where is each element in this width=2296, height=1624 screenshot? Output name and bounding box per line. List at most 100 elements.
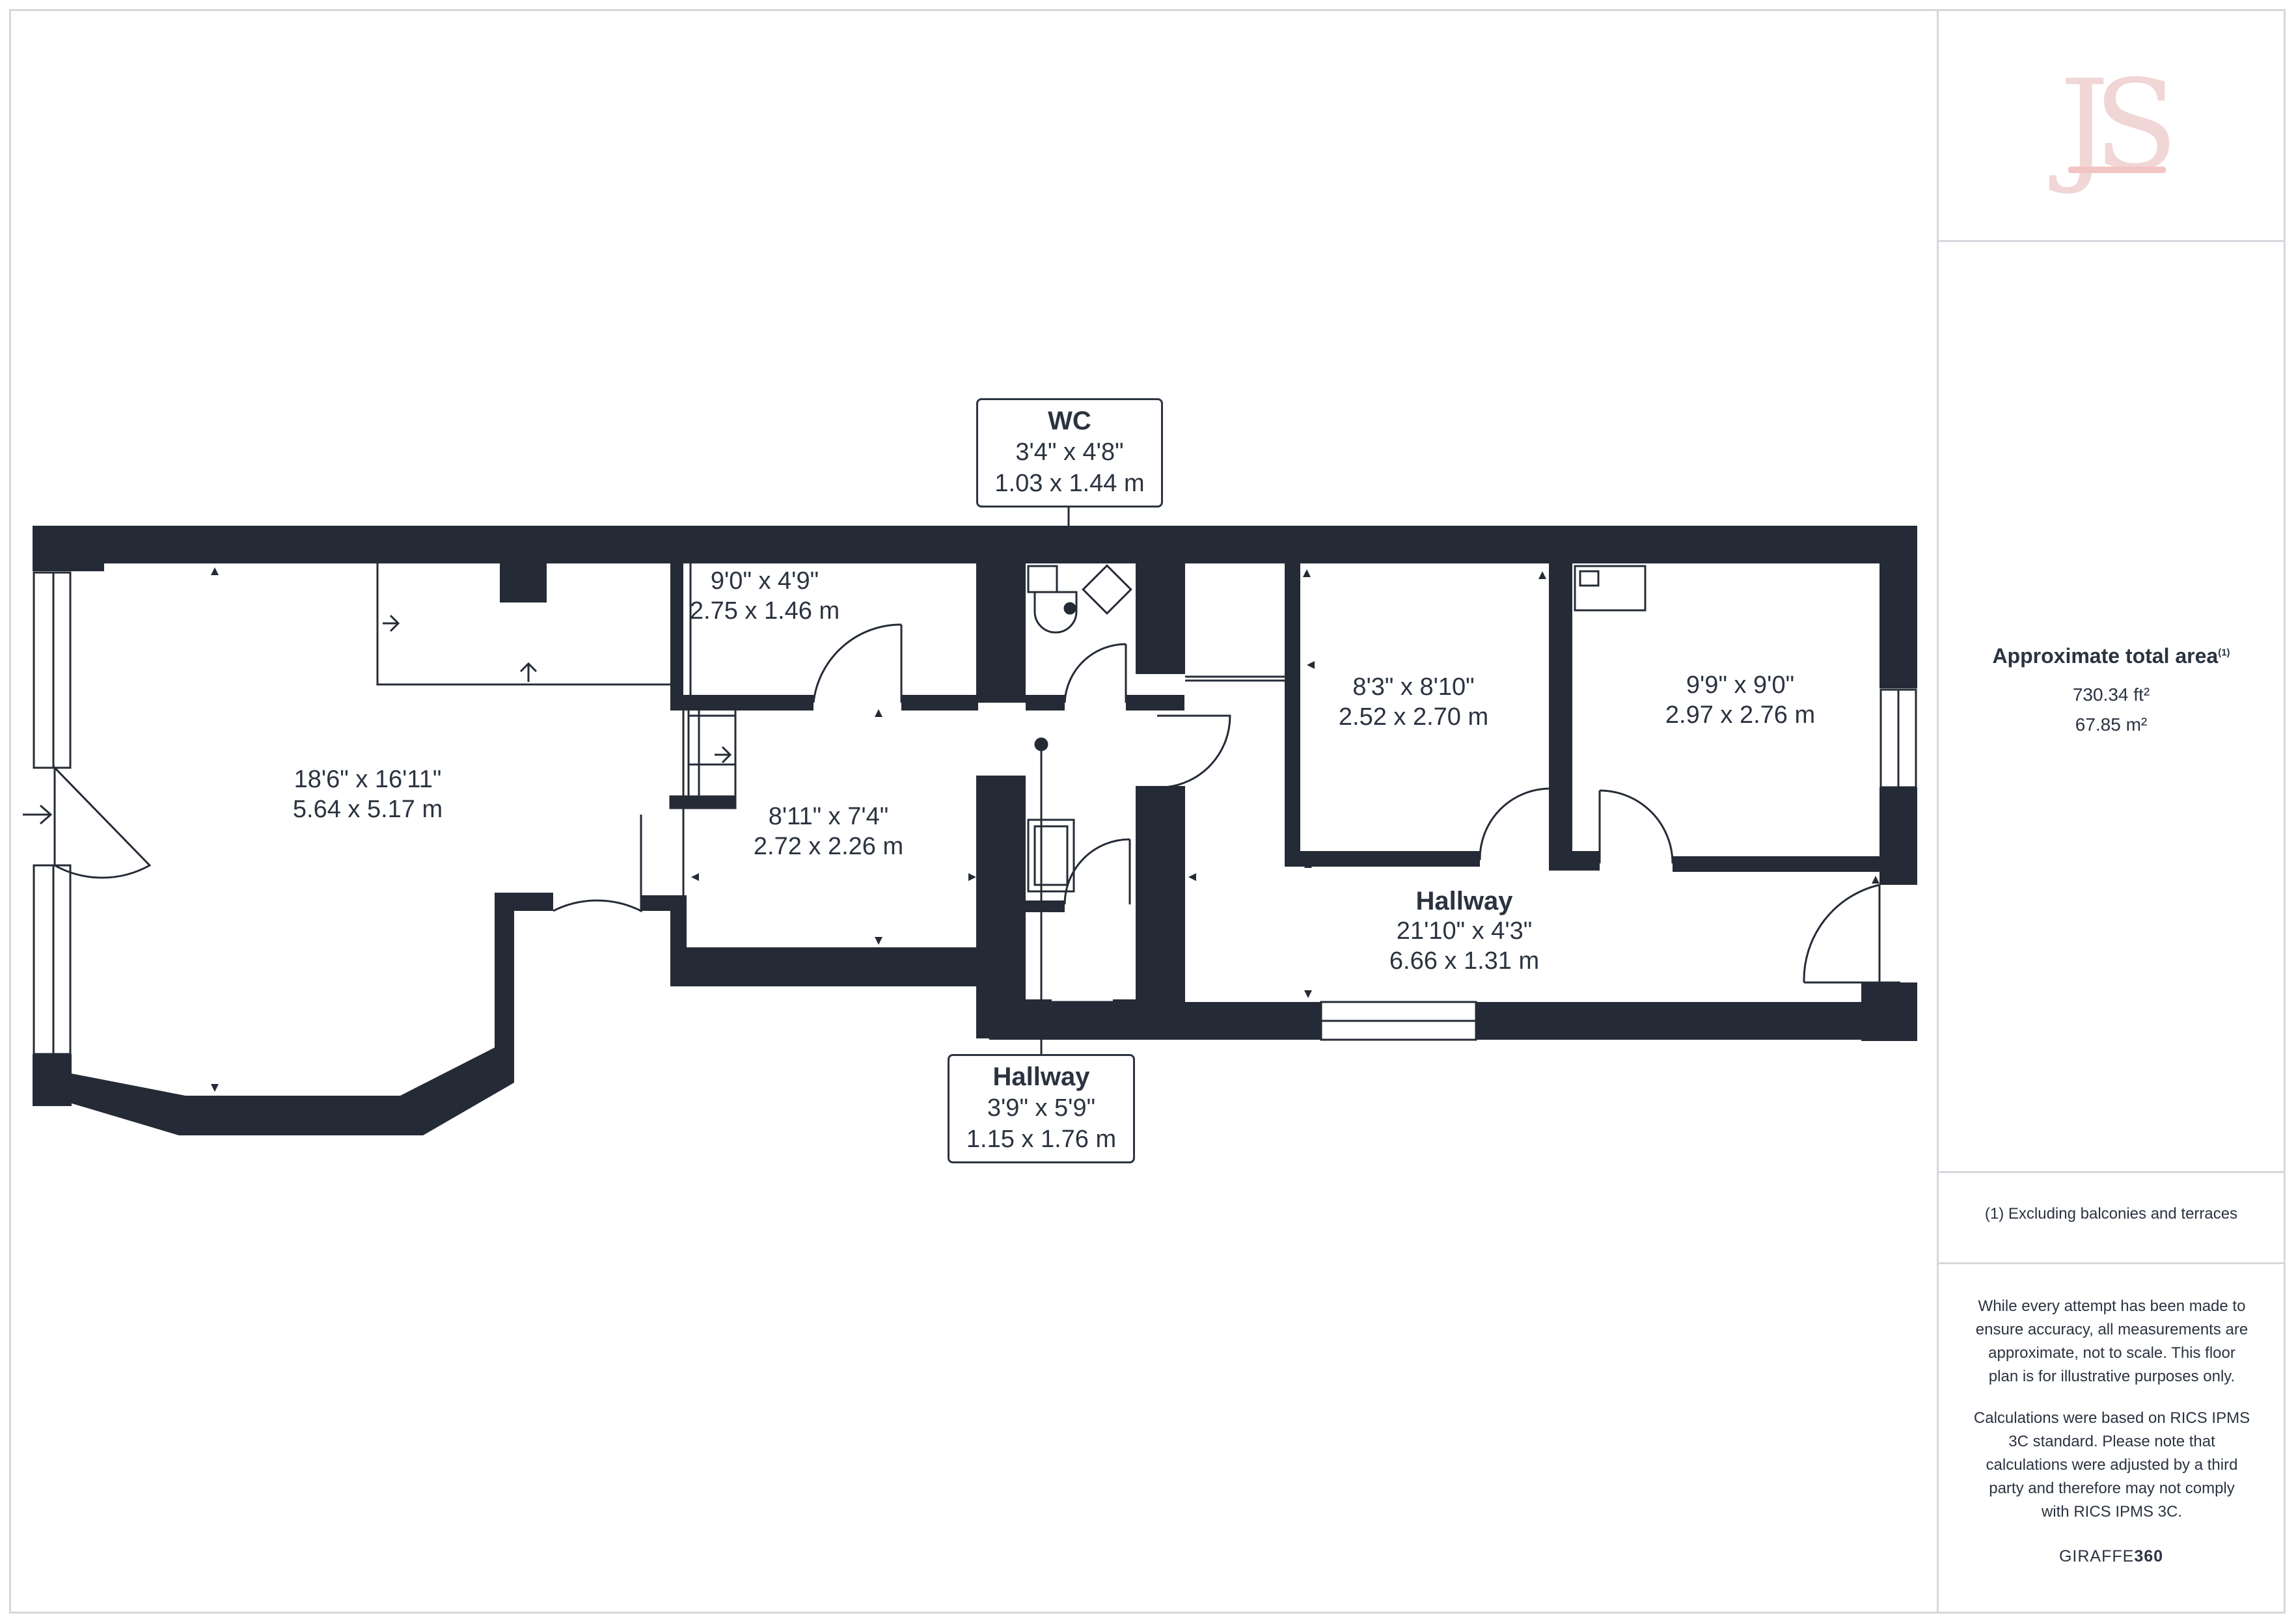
room-kitchen-imperial: 8'11" x 7'4" [768,803,889,830]
tick [1303,569,1311,577]
page-frame [9,9,2286,1614]
agency-logo-text: JS [2059,53,2178,197]
room-bedroom-1-metric: 2.52 x 2.70 m [1338,703,1489,731]
disclaimer-line: calculations were adjusted by a third [1986,1456,2238,1474]
hall-small-unit [1027,819,1075,893]
wall-hall-small-bottom-left [1026,999,1052,1038]
wall-hall-small-left [976,776,1026,947]
wall-wc-bottom-right [1126,695,1184,710]
disclaimer-line: 3C standard. Please note that [2008,1433,2215,1450]
callout-hallway-small-metric: 1.15 x 1.76 m [966,1126,1117,1153]
callout-hallway-small: Hallway 3'9" x 5'9" 1.15 x 1.76 m [948,1054,1135,1163]
wall-bay [33,893,553,1135]
cupboard-arrow-right [383,614,400,632]
wall-hall-small-left-lower [976,947,1026,1038]
wall-left-top-cap [33,526,104,571]
wall-bed2-bottom [1673,856,1879,872]
room-store-metric: 2.75 x 1.46 m [689,597,840,625]
area-sqft: 730.34 ft² [2072,684,2150,705]
door-bed1-arc [1479,787,1551,861]
wall-right-mid [1879,787,1917,885]
room-hallway-main-imperial: 21'10" x 4'3" [1396,917,1533,945]
callout-wc-metric: 1.03 x 1.44 m [994,470,1145,497]
disclaimer-accuracy: While every attempt has been made to ens… [1965,1295,2258,1388]
room-bedroom-1-imperial: 8'3" x 8'10" [1352,673,1475,701]
step-outline [687,698,737,798]
bed2-wardrobe [1574,565,1647,612]
wc-basin [1082,564,1132,615]
measure-ticks [211,567,1893,1092]
wall-hall-small-mid [1026,900,1065,912]
wc-drain-dot [1063,602,1076,615]
step [669,698,737,809]
tick [875,937,882,945]
tick [1872,876,1879,884]
sidebar-rule-disclaimer [1937,1262,2286,1264]
room-hallway-main-metric: 6.66 x 1.31 m [1389,947,1540,975]
front-entry-arrow [23,804,53,825]
wall-wc-bottom-left [1026,695,1065,710]
tick [691,873,699,881]
brand-light: GIRAFFE [2058,1547,2135,1565]
room-store: 9'0" x 4'9" 2.75 x 1.46 m [690,566,840,626]
tick [211,567,219,575]
disclaimer-line: party and therefore may not comply [1989,1480,2235,1497]
entry-arrows [23,614,732,825]
disclaimer-line: While every attempt has been made to [1978,1297,2246,1315]
built-in-cupboard [376,563,670,686]
fixtures [1027,564,1647,893]
step-arrow-right [715,746,732,764]
wall-store-left [670,563,683,703]
tick [1188,873,1196,881]
tick [1304,860,1312,868]
disclaimer-line: Calculations were based on RICS IPMS [1973,1409,2250,1427]
wall-bed1-left [1285,563,1300,860]
hall-small-junction-dot [1034,737,1048,751]
wall-top [33,526,1917,563]
wall-store-bottom-right [901,695,978,710]
door-store-arc [812,623,902,703]
window-left-upper [33,571,72,769]
door-front-left [53,765,152,879]
room-bedroom-2-metric: 2.97 x 2.76 m [1665,701,1816,729]
room-reception-metric: 5.64 x 5.17 m [292,796,443,823]
area-sqm: 67.85 m² [2075,714,2148,735]
sidebar-rule-logo [1937,240,2286,242]
room-bedroom-2-imperial: 9'9" x 9'0" [1686,671,1795,699]
wall-wc-left [976,563,1026,703]
windows [33,571,1917,1055]
room-hallway-main: Hallway 21'10" x 4'3" 6.66 x 1.31 m [1389,886,1539,976]
sidebar-rule-footnote [1937,1171,2286,1173]
callout-leaders [1040,508,1070,1057]
sidebar-divider [1937,9,1939,1614]
room-kitchen-metric: 2.72 x 2.26 m [753,833,904,860]
area-title-superscript: (1) [2218,647,2230,658]
wc-cistern [1027,565,1058,593]
wall-bottom-hall-right [1476,1002,1917,1040]
wall-hall-small-right [1136,786,1185,1040]
wall-right-upper [1879,526,1917,688]
wall-bed1-bottom-left [1285,851,1480,867]
tick [211,1084,219,1092]
wall-bed-divider-foot [1549,851,1600,871]
step-base [669,795,737,809]
callout-wc-imperial: 3'4" x 4'8" [1015,439,1124,466]
callout-hallway-small-name: Hallway [992,1062,1090,1091]
room-bedroom-2: 9'9" x 9'0" 2.97 x 2.76 m [1665,670,1815,730]
room-reception-imperial: 18'6" x 16'11" [294,766,442,793]
disclaimer-line: ensure accuracy, all measurements are [1975,1321,2248,1338]
tick [875,709,882,717]
window-store-side [682,701,700,798]
door-hall-exit-arc [1803,884,1880,983]
doors [53,623,1900,984]
disclaimer-line: approximate, not to scale. This floor [1988,1344,2235,1362]
disclaimer-line: plan is for illustrative purposes only. [1988,1368,2235,1385]
door-reception [553,815,642,913]
door-wc-arc [1063,643,1127,703]
room-reception: 18'6" x 16'11" 5.64 x 5.17 m [293,765,443,824]
cupboard-arrow-up [519,662,538,682]
wall-bed-divider [1549,563,1572,867]
wc-bowl [1033,591,1078,634]
agency-logo: JS [1939,11,2284,240]
brand-bold: 360 [2134,1547,2164,1565]
